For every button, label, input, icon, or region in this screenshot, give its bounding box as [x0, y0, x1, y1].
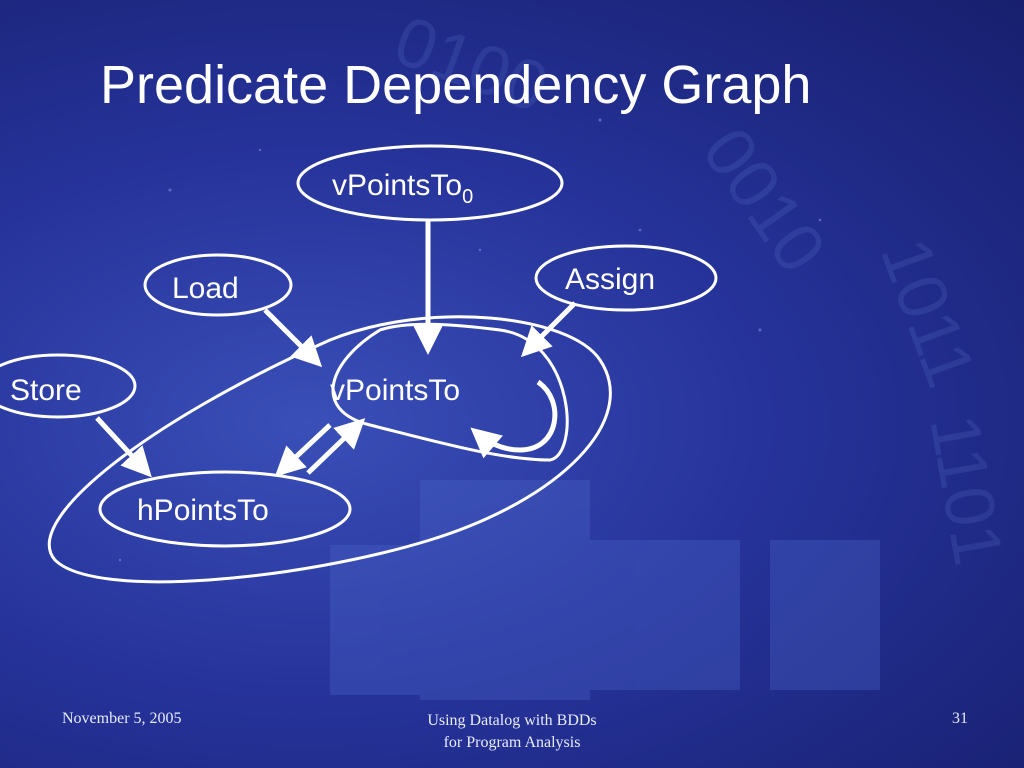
assign-node-ellipse: [534, 244, 718, 312]
edge-load-to-vpointsto: [263, 308, 323, 368]
load-node-ellipse: [143, 253, 293, 317]
edge-store-to-hpointsto: [95, 416, 152, 478]
outer-recursion-loop: [47, 315, 612, 584]
slide-title: Predicate Dependency Graph: [100, 55, 812, 115]
store-node-label: Store: [10, 374, 82, 407]
vpointsto0-node-label: vPointsTo0: [332, 169, 473, 208]
edge-hpointsto-to-vpointsto: [306, 418, 366, 475]
edge-vpointsto-self-loop: [470, 379, 558, 459]
footer-date: November 5, 2005: [62, 710, 182, 727]
assign-node-label: Assign: [565, 263, 655, 296]
inner-recursion-loop: [331, 322, 569, 462]
footer-title-line2: for Program Analysis: [443, 734, 581, 751]
edge-vpointsto-to-hpointsto: [274, 423, 332, 477]
hpointsto-node-label: hPointsTo: [137, 494, 269, 527]
footer-presentation-title: Using Datalog with BDDs for Program Anal…: [384, 710, 640, 754]
store-node-ellipse: [0, 353, 137, 419]
load-node-label: Load: [172, 272, 239, 305]
hpointsto-node-ellipse: [98, 470, 352, 548]
footer-title-line1: Using Datalog with BDDs: [427, 712, 597, 729]
page-number: 31: [952, 710, 968, 727]
vpointsto-node-label: vPointsTo: [330, 374, 460, 407]
edge-assign-to-vpointsto: [520, 301, 577, 358]
